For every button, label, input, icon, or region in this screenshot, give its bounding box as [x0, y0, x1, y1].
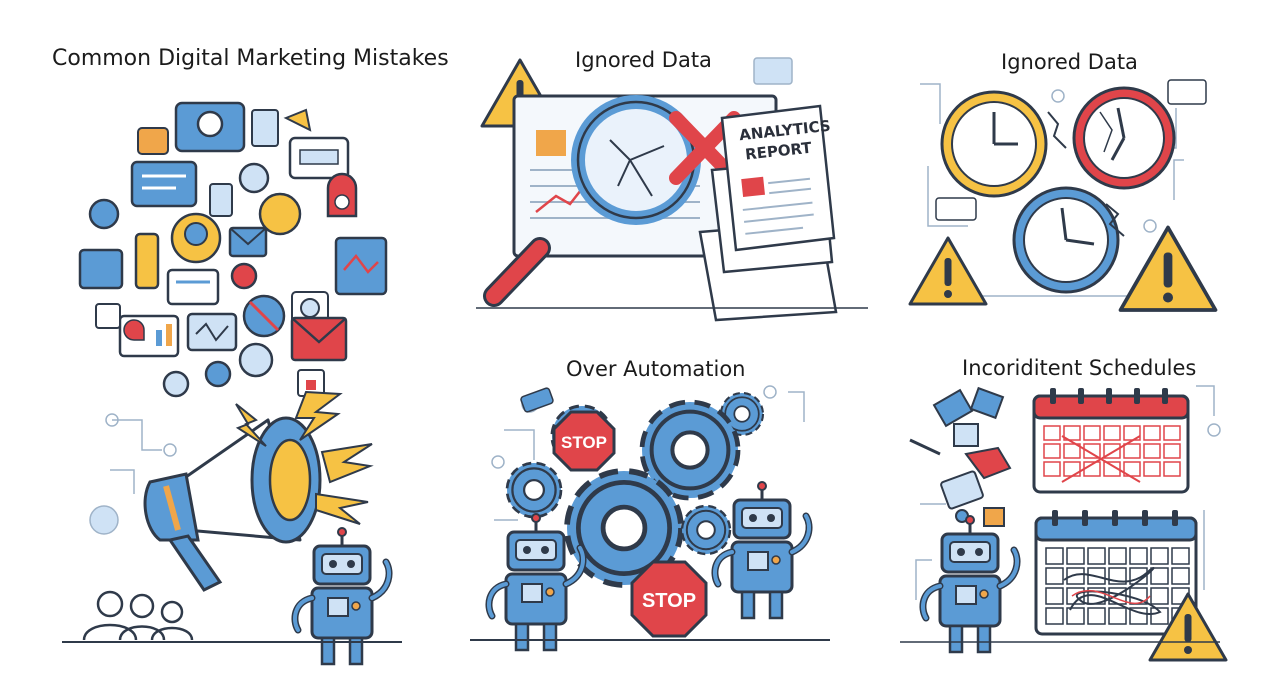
calendar-cell [1083, 443, 1101, 459]
calendar-cell [1108, 607, 1127, 625]
calendar-cell [1163, 443, 1181, 459]
ignored-data-title-2: Ignored Data [1001, 50, 1138, 74]
clock-icon-yellow [940, 90, 1048, 198]
dashboard-block [536, 130, 566, 156]
calendar-cell [1043, 461, 1061, 477]
megaphone-icon [143, 416, 322, 592]
stop-label-large: STOP [642, 590, 696, 612]
circuit-lines-schedules [915, 385, 1221, 600]
panel-marketing-mistakes [62, 101, 402, 664]
panel-ignored-data-report: ANALYTICS REPORT [476, 57, 868, 322]
calendar-cell [1150, 567, 1169, 585]
calendar-cell [1043, 443, 1061, 459]
calendar-cell [1150, 547, 1169, 565]
calendar-cell [1066, 607, 1085, 625]
circuit-lines-left [89, 413, 177, 535]
calendar-cell [1063, 443, 1081, 459]
calendar-cell [1045, 587, 1064, 605]
calendar-cell [1103, 461, 1121, 477]
gear-icon-6 [680, 504, 732, 556]
robot-icon-marketing [295, 528, 389, 664]
calendar-cell [1171, 547, 1190, 565]
ignored-data-title-1: Ignored Data [575, 48, 712, 72]
chat-bubble-icon [753, 57, 793, 85]
scattered-items [909, 386, 1012, 527]
calendar-cell [1129, 607, 1148, 625]
note-card-icon [1167, 79, 1207, 105]
calendar-cell [1150, 587, 1169, 605]
clock-icon-blue [1012, 186, 1125, 294]
calendar-cell [1066, 567, 1085, 585]
warning-icon-clocks-left [908, 236, 988, 306]
calendar-icon-bottom [1034, 510, 1198, 636]
calendar-cell [1043, 425, 1061, 441]
stop-sign-large: STOP [630, 560, 708, 638]
calendar-cell [1103, 443, 1121, 459]
calendar-cell [1150, 607, 1169, 625]
calendar-cell [1129, 567, 1148, 585]
calendar-icon-top [1032, 388, 1190, 494]
calendar-cell [1108, 567, 1127, 585]
calendar-cell [1163, 425, 1181, 441]
calendar-cell [1123, 461, 1141, 477]
stop-sign-small: STOP [552, 410, 616, 472]
calendar-cell [1163, 461, 1181, 477]
calendar-cell [1045, 567, 1064, 585]
calendar-cell [1087, 567, 1106, 585]
panel-over-automation: STOP STOP [470, 385, 830, 650]
inconsistent-schedules-title: Incoriditent Schedules [962, 356, 1197, 380]
panel-ignored-data-clocks [908, 79, 1218, 312]
analytics-report: ANALYTICS REPORT [698, 104, 838, 322]
stop-label-small: STOP [561, 433, 607, 452]
calendar-cell [1123, 443, 1141, 459]
warning-icon-clocks-right [1118, 225, 1218, 312]
calendar-cell [1087, 547, 1106, 565]
lightning-bolts-icon [235, 390, 374, 525]
main-title: Common Digital Marketing Mistakes [52, 46, 449, 71]
robot-icon-automation-right [715, 482, 809, 618]
calendar-cell [1143, 443, 1161, 459]
calendar-cell [1143, 461, 1161, 477]
clock-icon-red [1072, 86, 1176, 190]
gear-icon-2 [505, 461, 563, 519]
calendar-cell [1063, 425, 1081, 441]
calendar-cell [1045, 547, 1064, 565]
people-icon [82, 590, 194, 641]
calendar-cell [1045, 607, 1064, 625]
note-card-icon-2 [935, 197, 977, 221]
calendar-cell [1108, 547, 1127, 565]
icon-cloud [78, 101, 388, 398]
calendar-cell [1087, 607, 1106, 625]
calendar-cell [1171, 567, 1190, 585]
calendar-cell [1129, 547, 1148, 565]
over-automation-title: Over Automation [566, 357, 746, 381]
calendar-cell [1143, 425, 1161, 441]
magnifying-glass-icon [483, 95, 701, 307]
robot-icon-schedules [923, 516, 1017, 652]
calendar-cell [1103, 425, 1121, 441]
panel-inconsistent-schedules [900, 385, 1228, 662]
calendar-cell [1083, 425, 1101, 441]
calendar-cell [1066, 547, 1085, 565]
circuit-lines-clocks [920, 83, 1184, 297]
